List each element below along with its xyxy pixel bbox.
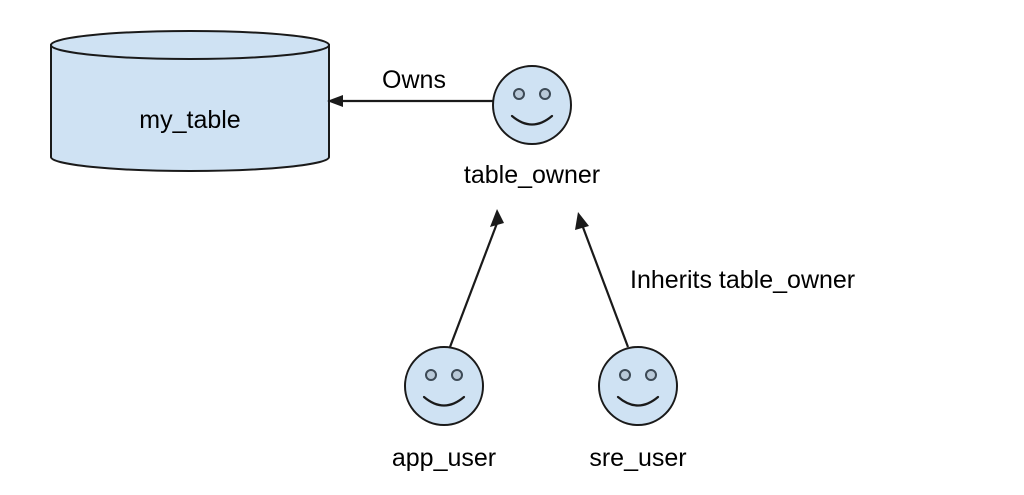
smiley-face-icon <box>404 346 484 426</box>
left-eye-icon <box>425 369 437 381</box>
node-sre-user[interactable]: sre_user <box>589 346 687 472</box>
right-eye-icon <box>451 369 463 381</box>
edge-owns[interactable]: Owns <box>327 66 494 107</box>
node-app-user[interactable]: app_user <box>392 346 496 472</box>
smile-icon <box>422 395 466 407</box>
edge-inherits-arrowhead-app-user <box>490 209 504 227</box>
node-label-app-user: app_user <box>392 444 496 472</box>
smiley-face-icon <box>492 65 572 145</box>
node-label-table-owner: table_owner <box>464 161 600 189</box>
edge-label-inherits: Inherits table_owner <box>630 266 855 294</box>
edge-inherits-line-sre-user <box>579 221 630 348</box>
left-eye-icon <box>619 369 631 381</box>
database-cylinder-icon <box>50 44 330 172</box>
smiley-face-icon <box>598 346 678 426</box>
left-eye-icon <box>513 88 525 100</box>
node-my-table[interactable]: my_table <box>50 30 330 172</box>
edge-owns-arrowhead <box>327 95 343 107</box>
cylinder-top-ellipse <box>50 30 330 60</box>
node-table-owner[interactable]: table_owner <box>464 65 600 189</box>
right-eye-icon <box>539 88 551 100</box>
node-label-sre-user: sre_user <box>589 444 686 472</box>
edge-inherits-arrowhead-sre-user <box>575 212 589 230</box>
node-label-my-table: my_table <box>139 106 240 134</box>
edge-inherits-line-app-user <box>448 217 501 348</box>
edge-inherits[interactable]: Inherits table_owner <box>448 209 855 348</box>
smile-icon <box>510 114 554 126</box>
right-eye-icon <box>645 369 657 381</box>
edge-label-owns: Owns <box>382 66 446 94</box>
smile-icon <box>616 395 660 407</box>
